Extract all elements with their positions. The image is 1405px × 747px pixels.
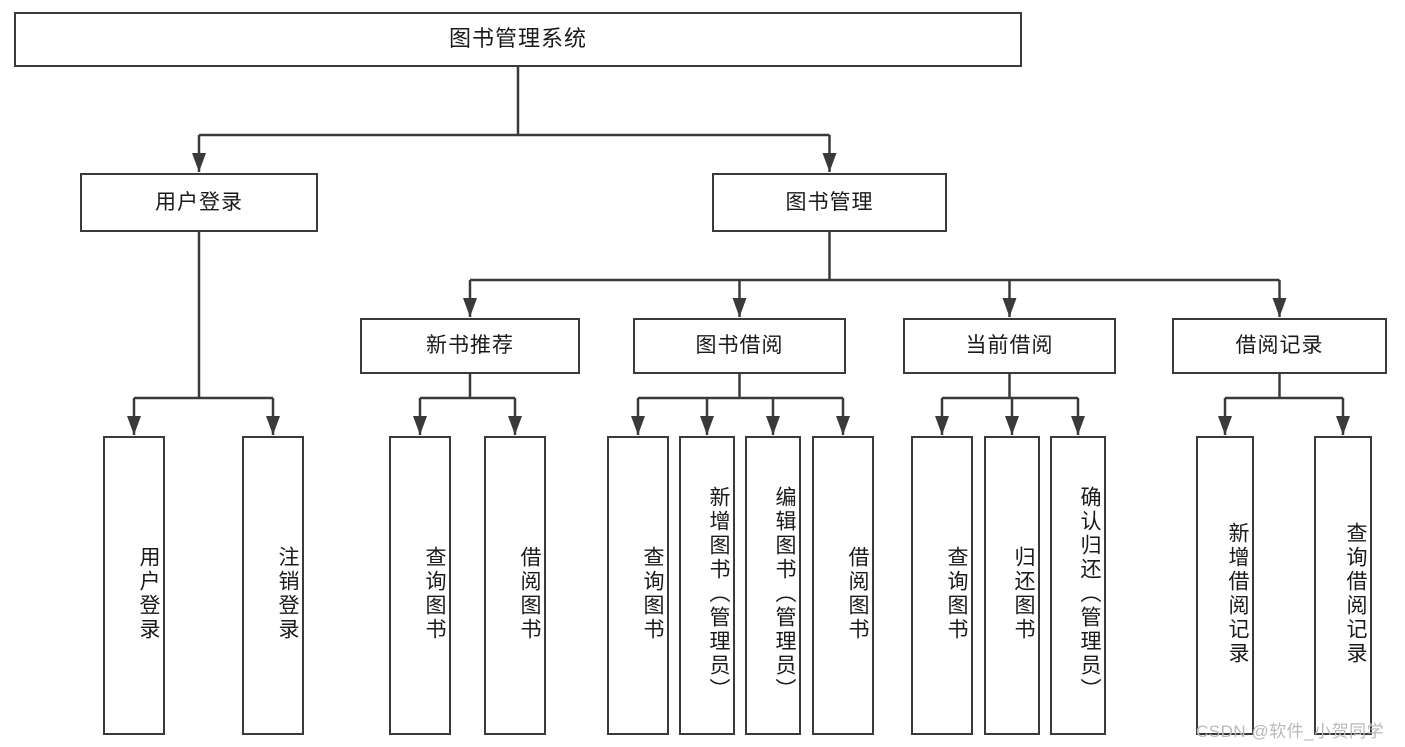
arrowhead-icon xyxy=(836,416,850,435)
arrowhead-icon xyxy=(766,416,780,435)
node-newbook[interactable]: 新书推荐 xyxy=(360,318,580,374)
arrowhead-icon xyxy=(508,416,522,435)
arrowhead-icon xyxy=(631,416,645,435)
node-records[interactable]: 借阅记录 xyxy=(1172,318,1387,374)
arrowhead-icon xyxy=(266,416,280,435)
node-leaf-record-1[interactable]: 新增借阅记录 xyxy=(1196,436,1254,735)
node-leaf-current-3[interactable]: 确认归还（管理员） xyxy=(1050,436,1106,735)
node-leaf-borrow-2[interactable]: 新增图书（管理员） xyxy=(679,436,735,735)
arrowhead-icon xyxy=(1272,298,1287,317)
arrowhead-icon xyxy=(935,416,949,435)
watermark-label: CSDN @软件_小贺同学 xyxy=(1196,722,1385,741)
node-leaf-login-1[interactable]: 用户登录 xyxy=(103,436,165,735)
node-leaf-current-1[interactable]: 查询图书 xyxy=(911,436,973,735)
node-current[interactable]: 当前借阅 xyxy=(903,318,1116,374)
arrowhead-icon xyxy=(1336,416,1350,435)
arrowhead-icon xyxy=(192,153,206,172)
arrowhead-icon xyxy=(1005,416,1019,435)
node-leaf-borrow-1[interactable]: 查询图书 xyxy=(607,436,669,735)
node-root[interactable]: 图书管理系统 xyxy=(14,12,1022,67)
node-leaf-borrow-3[interactable]: 编辑图书（管理员） xyxy=(745,436,801,735)
arrowhead-icon xyxy=(1002,298,1017,317)
arrowhead-icon xyxy=(413,416,427,435)
arrowhead-icon xyxy=(127,416,141,435)
arrowhead-icon xyxy=(822,153,837,172)
node-leaf-new-2[interactable]: 借阅图书 xyxy=(484,436,546,735)
arrowhead-icon xyxy=(1071,416,1085,435)
node-leaf-current-2[interactable]: 归还图书 xyxy=(984,436,1040,735)
node-leaf-new-1[interactable]: 查询图书 xyxy=(389,436,451,735)
node-login[interactable]: 用户登录 xyxy=(80,173,318,232)
node-leaf-borrow-4[interactable]: 借阅图书 xyxy=(812,436,874,735)
node-leaf-record-2[interactable]: 查询借阅记录 xyxy=(1314,436,1372,735)
arrowhead-icon xyxy=(463,298,477,317)
arrowhead-icon xyxy=(700,416,714,435)
node-leaf-login-2[interactable]: 注销登录 xyxy=(242,436,304,735)
node-borrow[interactable]: 图书借阅 xyxy=(633,318,846,374)
node-bookmgmt[interactable]: 图书管理 xyxy=(712,173,947,232)
arrowhead-icon xyxy=(732,298,747,317)
arrowhead-icon xyxy=(1218,416,1232,435)
